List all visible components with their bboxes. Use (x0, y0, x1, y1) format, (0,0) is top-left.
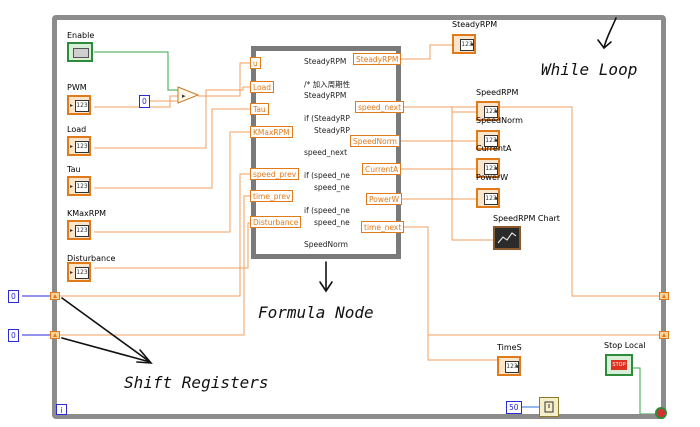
wait-timer-icon[interactable] (539, 397, 559, 417)
enable-label: Enable (67, 31, 95, 40)
output-tunnel-steadyrpm[interactable]: SteadyRPM (353, 53, 402, 65)
wire-kmax (94, 131, 252, 233)
times-label: TimeS (497, 343, 522, 352)
output-tunnel-speed-next[interactable]: speed_next (355, 101, 405, 113)
output-tunnel-currenta[interactable]: CurrentA (362, 163, 402, 175)
shift-register-left-1[interactable] (50, 292, 60, 300)
wire-tau (94, 108, 252, 189)
currenta-label: CurrentA (476, 144, 512, 153)
code-line-11: SpeedNorm (304, 240, 348, 249)
code-line-2: /* 加入周期性 (304, 80, 351, 89)
load-control[interactable]: ▸123 (67, 136, 91, 156)
svg-text:▸: ▸ (182, 92, 186, 100)
output-tunnel-powerw[interactable]: PowerW (366, 193, 403, 205)
input-tunnel-tau[interactable]: Tau (250, 103, 269, 115)
formula-node-annotation: Formula Node (258, 303, 374, 322)
steadyrpm-label: SteadyRPM (452, 20, 498, 29)
powerw-label: PowerW (476, 173, 509, 182)
while-loop-annotation: While Loop (541, 60, 638, 79)
currenta-indicator[interactable]: 123◂ (476, 158, 500, 178)
kmaxrpm-control[interactable]: ▸123 (67, 220, 91, 240)
input-tunnel-speed-prev[interactable]: speed_prev (250, 168, 300, 180)
code-line-5: SteadyRP (314, 126, 350, 135)
kmaxrpm-label: KMaxRPM (67, 209, 107, 218)
tau-label: Tau (67, 165, 81, 174)
wire-timenext (400, 226, 660, 336)
output-tunnel-speednorm[interactable]: SpeedNorm (350, 135, 400, 147)
disturbance-control[interactable]: ▸123 (67, 262, 91, 282)
powerw-indicator[interactable]: 123◂ (476, 188, 500, 208)
select-node-icon[interactable]: ▸ (177, 86, 199, 104)
wire-chart (451, 107, 493, 241)
steadyrpm-indicator[interactable]: 123◂ (452, 34, 476, 54)
output-tunnel-time-next[interactable]: time_next (361, 221, 405, 233)
iteration-terminal: i (56, 404, 67, 415)
stop-local-control[interactable]: STOP (605, 354, 633, 376)
enable-control[interactable] (67, 42, 93, 62)
pwm-label: PWM (67, 83, 87, 92)
shift-register-right-2[interactable] (659, 331, 669, 339)
tau-control[interactable]: ▸123 (67, 176, 91, 196)
shift-registers-annotation: Shift Registers (124, 373, 269, 392)
speednorm-indicator[interactable]: 123◂ (476, 130, 500, 150)
code-line-4: if (SteadyRP (304, 114, 350, 123)
while-loop-frame (52, 15, 666, 419)
input-tunnel-time-prev[interactable]: time_prev (250, 190, 294, 202)
pwm-control[interactable]: ▸123 (67, 95, 91, 115)
wire-steady (400, 44, 452, 60)
code-line-3: SteadyRPM (304, 91, 347, 100)
chart-indicator[interactable] (493, 226, 521, 250)
code-line-7: if (speed_ne (304, 171, 350, 180)
sr-init-constant-2[interactable]: 0 (8, 329, 19, 342)
times-indicator[interactable]: 123◂ (497, 356, 521, 376)
wire-u (198, 62, 252, 97)
loop-condition-stop-icon[interactable] (655, 407, 667, 419)
speedrpm-indicator[interactable]: 123◂ (476, 101, 500, 121)
code-line-1: SteadyRPM (304, 57, 347, 66)
code-line-6: speed_next (304, 148, 348, 157)
wire-load (94, 86, 252, 149)
speedrpm-label: SpeedRPM (476, 88, 519, 97)
init-wires (22, 295, 52, 336)
shift-register-left-2[interactable] (50, 331, 60, 339)
stop-glyph: STOP (611, 360, 627, 370)
wire-sr1-speed (60, 173, 252, 297)
sr-init-constant-1[interactable]: 0 (8, 290, 19, 303)
load-label: Load (67, 125, 87, 134)
code-line-8: speed_ne (314, 183, 350, 192)
wire-speed-sr (452, 106, 660, 297)
input-tunnel-disturbance[interactable]: Disturbance (250, 216, 302, 228)
wire-enable (94, 51, 178, 91)
disturbance-label: Disturbance (67, 254, 116, 263)
code-line-10: speed_ne (314, 218, 350, 227)
iteration-glyph: i (60, 406, 63, 415)
input-tunnel-u[interactable]: u (250, 57, 261, 69)
wire-times (427, 335, 510, 361)
input-tunnel-kmaxrpm[interactable]: KMaxRPM (250, 126, 293, 138)
chart-label: SpeedRPM Chart (493, 214, 560, 223)
shift-register-right-1[interactable] (659, 292, 669, 300)
code-line-9: if (speed_ne (304, 206, 350, 215)
wire-sr2-time (60, 195, 252, 336)
wait-ms-constant[interactable]: 50 (506, 401, 522, 414)
speednorm-label: SpeedNorm (476, 116, 523, 125)
zero-constant[interactable]: 0 (139, 95, 150, 108)
stop-local-label: Stop Local (604, 341, 646, 350)
chart-icon (497, 232, 517, 244)
input-tunnel-load[interactable]: Load (250, 81, 274, 93)
